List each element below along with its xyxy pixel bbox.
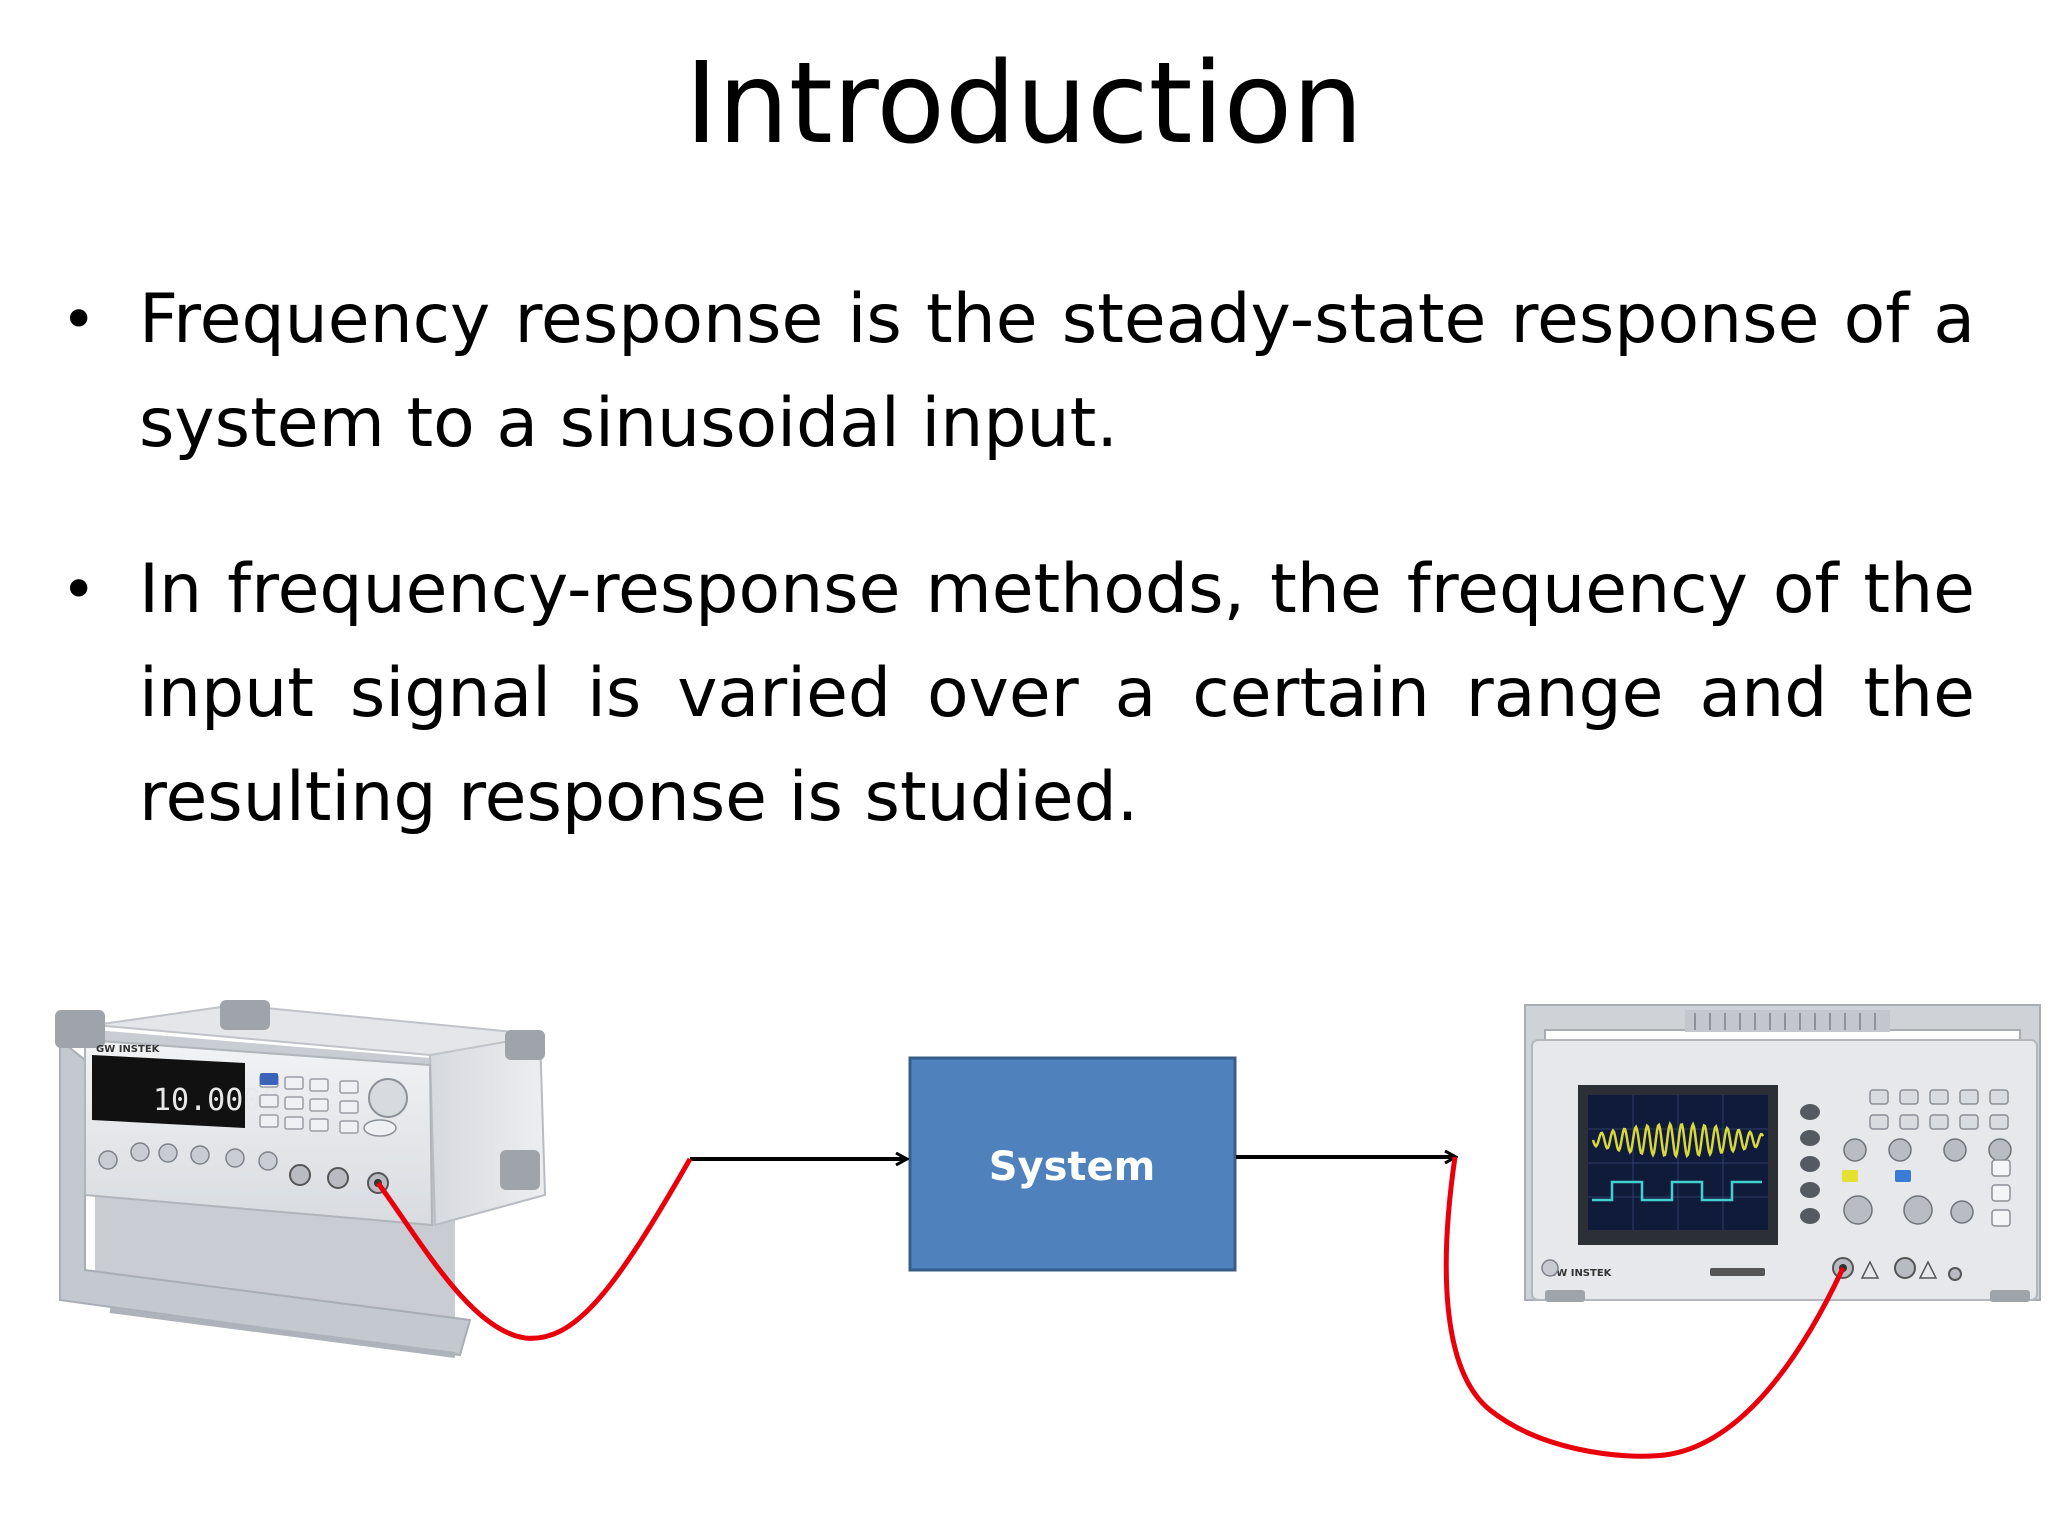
generator-display-readout: 10.0000 bbox=[153, 1083, 279, 1118]
input-cable bbox=[375, 1157, 693, 1341]
system-box bbox=[908, 1056, 1237, 1272]
bullet-text: In frequency-response methods, the frequ… bbox=[139, 550, 1975, 837]
generator-brand-label: GW INSTEK bbox=[96, 1044, 161, 1055]
scope-trace-square bbox=[1592, 1180, 1762, 1202]
bullet-icon: • bbox=[61, 285, 97, 355]
system-label: System bbox=[989, 1144, 1156, 1190]
function-generator-icon: 10.0000 GW INSTEK bbox=[55, 1000, 547, 1358]
scope-brand-label: GW INSTEK bbox=[1548, 1268, 1613, 1279]
bullet-item: • In frequency-response methods, the fre… bbox=[55, 538, 1975, 850]
bullet-item: • Frequency response is the steady-state… bbox=[55, 268, 1975, 476]
output-cable bbox=[1443, 1156, 1846, 1459]
oscilloscope-icon: GW INSTEK bbox=[1524, 1004, 2041, 1302]
slide-title: Introduction bbox=[684, 39, 1364, 169]
system-block: System bbox=[908, 1056, 1237, 1272]
bullet-icon: • bbox=[61, 555, 97, 625]
scope-trace-sine bbox=[1591, 1121, 1765, 1159]
bullet-text: Frequency response is the steady-state r… bbox=[139, 280, 1975, 463]
bullet-list: • Frequency response is the steady-state… bbox=[55, 268, 1975, 850]
